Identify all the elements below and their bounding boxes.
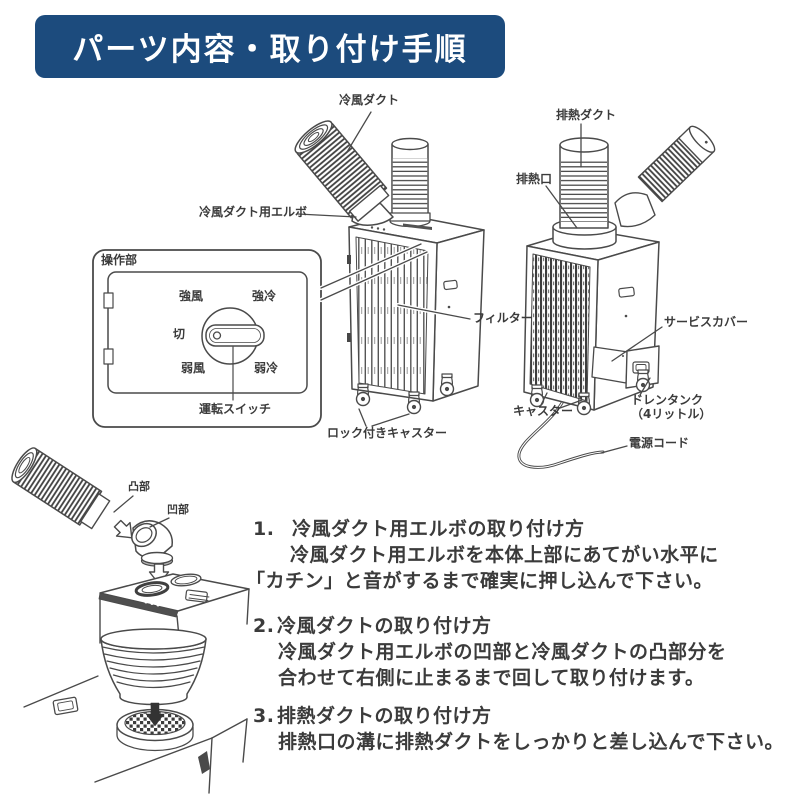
label-drain-tank-capacity: （4リットル） (631, 406, 712, 421)
label-run-switch: 運転スイッチ (199, 402, 272, 416)
exhaust-duct-stored-drawing (389, 137, 431, 228)
control-panel-inset-drawing (92, 249, 322, 428)
label-drain-tank: ドレンタンク （4リットル） (631, 393, 712, 422)
insert-arrow-icon (145, 702, 165, 727)
label-high-cool: 強冷 (252, 289, 277, 303)
instruction-1-number: 1. (253, 518, 275, 540)
instruction-2-line-1: 冷風ダクト用エルボの凹部と冷風ダクトの凸部分を (278, 641, 727, 663)
label-low-cool: 弱冷 (254, 361, 279, 375)
label-off: 切 (173, 327, 186, 341)
cold-duct-piece-drawing (11, 447, 111, 530)
label-caster: キャスター (513, 404, 574, 418)
label-service-cover: サービスカバー (664, 315, 749, 329)
handle-icon (618, 286, 635, 298)
elbow-piece-drawing (131, 520, 174, 567)
instruction-3-number: 3. (253, 705, 275, 727)
label-concave: 凹部 (167, 503, 189, 516)
instruction-2-number: 2. (253, 615, 275, 637)
page-title-banner: パーツ内容・取り付け手順 (35, 15, 505, 78)
elbow-stored-drawing (614, 192, 656, 228)
exhaust-duct-drawing (559, 137, 609, 229)
label-control-panel: 操作部 (101, 253, 138, 267)
instruction-2-line-2: 合わせて右側に止まるまで回して取り付けます。 (278, 667, 705, 689)
label-filter: フィルター (473, 311, 533, 325)
label-locking-caster: ロック付きキャスター (327, 426, 448, 440)
label-exhaust-outlet: 排熱口 (516, 172, 553, 186)
elbow-attach-diagram (11, 447, 250, 659)
flared-duct-drawing (100, 628, 207, 706)
rear-unit-drawing (517, 125, 716, 469)
label-power-cord: 電源コード (629, 436, 690, 450)
duct-insert-diagram (23, 628, 248, 794)
leader-lines (113, 111, 663, 528)
label-convex: 凸部 (128, 480, 150, 493)
cold-duct-stored-drawing (637, 125, 716, 203)
instruction-1-line-2: 「カチン」と音がするまで確実に押し込んで下さい。 (246, 570, 714, 592)
locking-caster-icon (355, 383, 371, 407)
instruction-1-line-1: 冷風ダクト用エルボを本体上部にあてがい水平に (290, 544, 719, 566)
instruction-2-title: 2.冷風ダクトの取り付け方 (253, 615, 492, 637)
locking-caster-icon (406, 391, 422, 415)
caster-icon (439, 373, 455, 397)
service-cover-drawing (591, 346, 629, 384)
label-drain-tank-name: ドレンタンク (631, 393, 704, 407)
page-title: パーツ内容・取り付け手順 (72, 32, 468, 68)
instruction-3-line-1: 排熱口の溝に排熱ダクトをしっかりと差し込んで下さい。 (278, 731, 785, 753)
caster-icon (576, 392, 592, 416)
cold-duct-drawing (294, 120, 390, 222)
handle-icon (443, 279, 458, 291)
unit-top-drawing (98, 573, 250, 659)
instruction-1-title: 1.冷風ダクト用エルボの取り付け方 (253, 518, 585, 540)
instruction-3-title: 3.排熱ダクトの取り付け方 (253, 705, 492, 727)
label-cold-duct: 冷風ダクト (339, 93, 400, 107)
label-low-fan: 弱風 (181, 361, 206, 375)
label-exhaust-duct: 排熱ダクト (556, 108, 617, 122)
caster-icon (635, 369, 651, 393)
label-high-fan: 強風 (179, 289, 204, 303)
label-cold-duct-elbow: 冷風ダクト用エルボ (199, 205, 308, 219)
